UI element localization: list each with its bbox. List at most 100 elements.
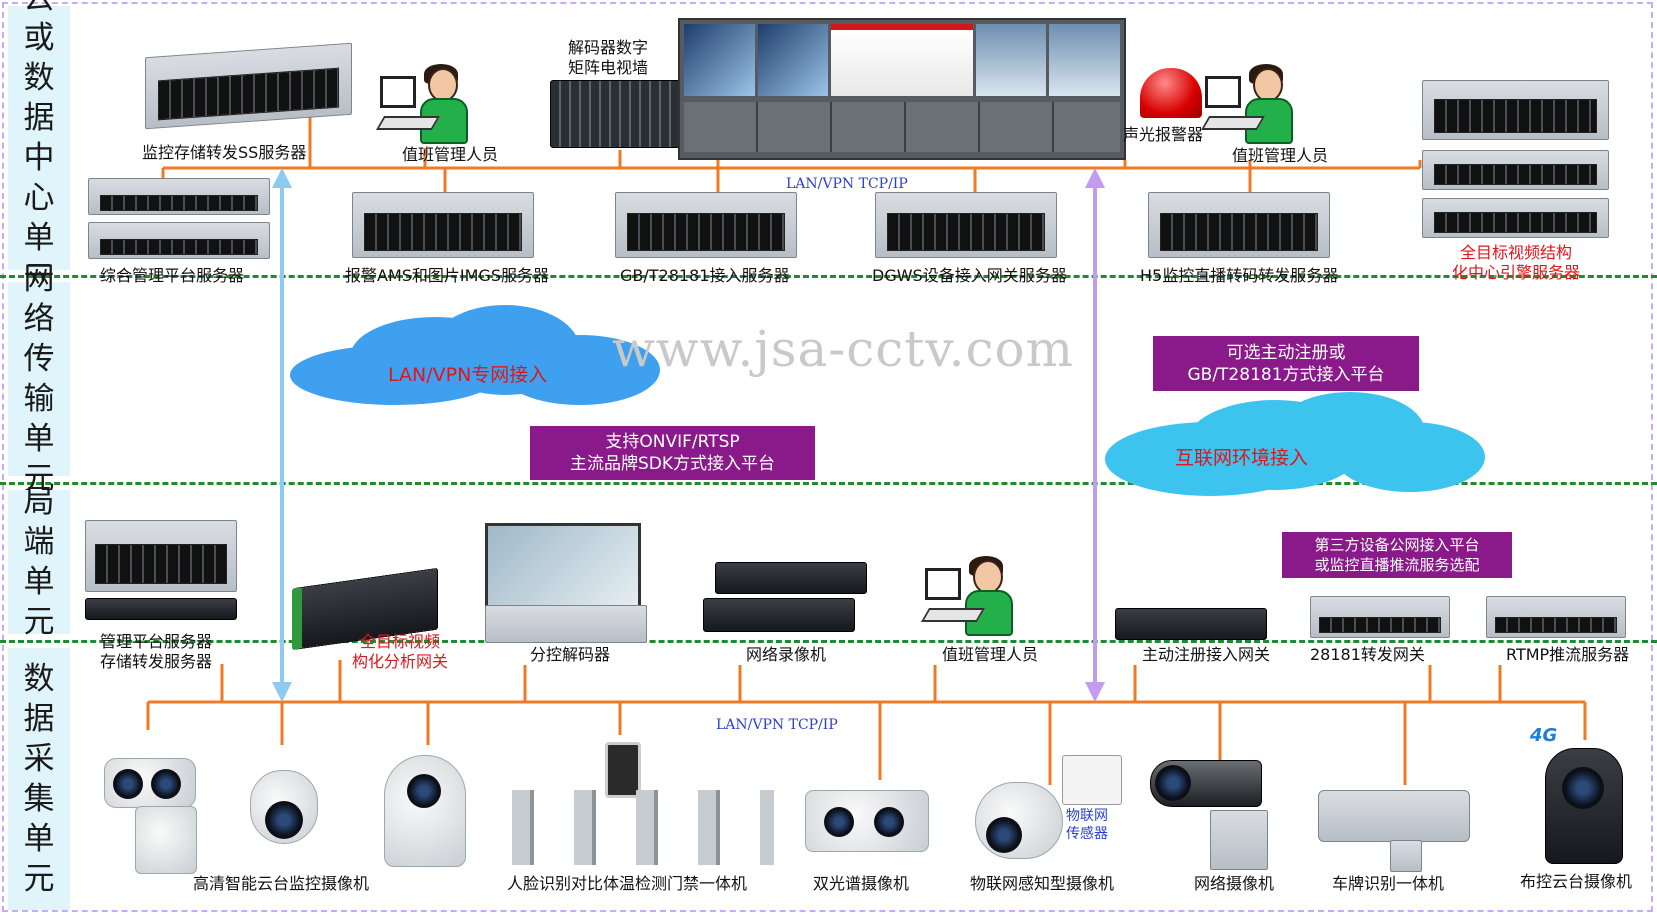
tier-char: 局 [23,484,55,520]
decoder-wall-label-2: 矩阵电视墙 [568,58,649,77]
gb-server-icon [615,192,797,258]
cloud-left-icon [290,305,670,415]
cloud-right-label: 互联网环境接入 [1175,447,1309,469]
tier-char: 数 [23,60,55,96]
edge-mgmt-label-1: 管理平台服务器 [100,632,213,651]
tier-char: 采 [23,741,55,777]
tier-char: 云 [24,0,55,18]
gb-gateway-label: 28181转发网关 [1310,645,1425,664]
iot-sensor-label-1: 物联网 [1066,808,1108,824]
ptz-thermal-camera-icon [104,758,196,808]
decoder-matrix-icon [550,80,682,148]
tier-char: 据 [23,701,55,737]
operator-icon [1200,64,1295,144]
mgmt-server-icon [88,178,270,215]
iot-camera-label: 物联网感知型摄像机 [970,874,1115,893]
edge-operator-label: 值班管理人员 [942,645,1039,664]
rtmp-server-label: RTMP推流服务器 [1506,645,1630,664]
badge-4g: 4G [1530,725,1558,746]
tier-char: 端 [23,524,55,560]
watermark: www.jsa-cctv.com [612,320,1075,378]
ai-server-icon [1422,150,1609,190]
mobile-ptz-label: 布控云台摄像机 [1520,872,1633,891]
ptz-label: 高清智能云台监控摄像机 [193,874,370,893]
dual-spectrum-camera-icon [805,790,929,852]
onvif-line-2: 主流品牌SDK方式接入平台 [569,454,776,474]
lan-label-bottom: LAN/VPN TCP/IP [716,717,838,733]
tier-char: 数 [23,661,55,697]
cloud-left-label: LAN/VPN专网接入 [388,364,548,386]
edge-storage-server-icon [85,598,237,620]
plate-camera-icon [1318,790,1470,842]
dgws-server-label: DGWS设备接入网关服务器 [872,266,1067,285]
face-gate-label: 人脸识别对比体温检测门禁一体机 [507,874,748,893]
ams-server-icon [352,192,534,258]
register-line-2: GB/T28181方式接入平台 [1187,364,1385,385]
tier-char: 心 [23,180,55,216]
decoder-wall-label-1: 解码器数字 [568,38,649,57]
h5-server-label: H5监控直播转码转发服务器 [1140,266,1339,285]
rtmp-server-icon [1486,596,1626,638]
ptz-thermal-base-icon [135,806,197,874]
lan-label-top: LAN/VPN TCP/IP [786,176,908,192]
tier-label-cloud: 云或数据中心单元 [8,0,70,296]
operator-icon [375,64,470,144]
mgmt-server-icon [88,222,270,259]
tier-label-edge: 局端单元 [8,484,70,640]
tier-char: 单 [23,220,55,256]
divider-1 [0,275,1657,278]
tier-char: 单 [23,564,55,600]
tier-char: 传 [23,341,55,377]
tier-char: 中 [23,140,55,176]
iot-dome-camera-icon [975,782,1063,859]
cloud-right-icon [1105,392,1485,500]
edge-mgmt-server-icon [85,520,237,592]
operator-label-2: 值班管理人员 [1232,146,1329,165]
iot-sensor-label-2: 传感器 [1066,826,1108,842]
ai-server-label-1: 全目标视频结构 [1460,243,1573,262]
decoder-box-icon [485,605,647,643]
register-platform-box: 可选主动注册或 GB/T28181方式接入平台 [1153,336,1419,391]
operator-icon [920,556,1015,636]
register-line-1: 可选主动注册或 [1226,342,1346,363]
ipcam-label: 网络摄像机 [1194,874,1275,893]
bullet-camera-bracket-icon [1210,810,1268,870]
register-gateway-icon [1115,608,1267,640]
tier-char: 单 [23,421,55,457]
third-party-box: 第三方设备公网接入平台 或监控直播推流服务选配 [1282,532,1512,578]
mgmt-server-label: 综合管理平台服务器 [100,266,245,285]
ai-gateway-label-1: 全目标视频 [360,632,441,651]
tier-char: 单 [23,821,55,857]
ai-gateway-label-2: 构化分析网关 [352,652,449,671]
nvr-icon [715,562,867,594]
turnstile-gates-icon [512,790,774,865]
onvif-line-1: 支持ONVIF/RTSP [605,432,740,452]
edge-mgmt-label-2: 存储转发服务器 [100,652,213,671]
bullet-camera-icon [1150,760,1262,807]
ai-server-icon [1422,80,1609,140]
iot-sensor-icon [1062,755,1122,805]
h5-server-icon [1148,192,1330,258]
nvr-label: 网络录像机 [746,645,827,664]
onvif-platform-box: 支持ONVIF/RTSP 主流品牌SDK方式接入平台 [530,426,815,480]
dual-ptz-camera-icon [384,755,466,867]
tier-char: 或 [23,20,55,56]
speed-dome-icon [250,770,318,844]
gb-gateway-icon [1310,596,1450,638]
gb-server-label: GB/T28181接入服务器 [620,266,790,285]
tier-char: 元 [23,604,55,640]
ai-server-label-2: 化中心引擎服务器 [1452,263,1581,282]
tier-char: 集 [23,781,55,817]
operator-label-1: 值班管理人员 [402,145,499,164]
ss-server-label: 监控存储转发SS服务器 [142,143,307,162]
ai-server-icon [1422,198,1609,238]
ss-server-icon [145,42,352,130]
decoder-monitor-icon [485,523,641,611]
plate-camera-label: 车牌识别一体机 [1332,874,1445,893]
alarm-light-icon [1140,68,1202,118]
nvr-icon [703,598,855,632]
ams-server-label: 报警AMS和图片IMGS服务器 [345,266,549,285]
